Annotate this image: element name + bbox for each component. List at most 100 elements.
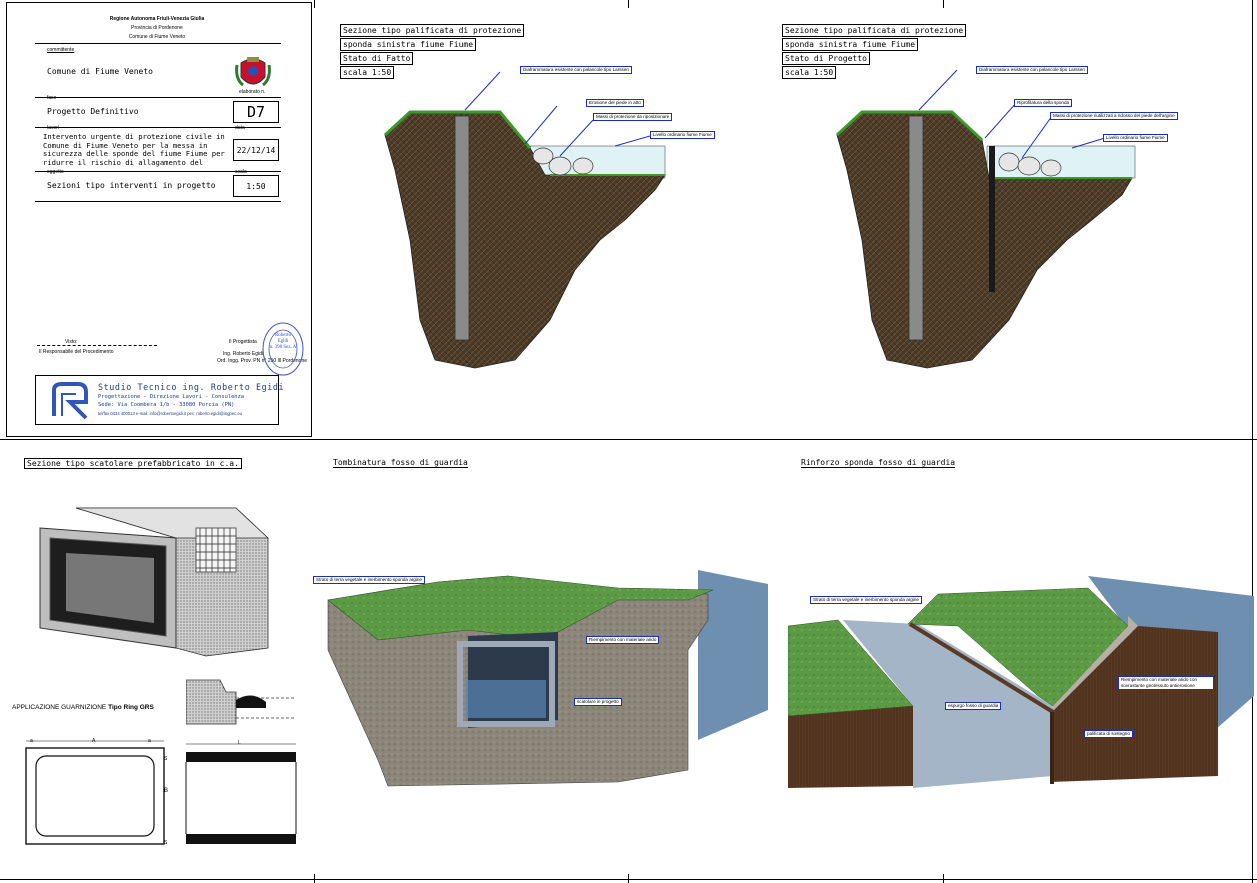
label-massi: Massi di protezione da riposizionare	[593, 113, 673, 121]
oggetto-label: oggetto	[47, 169, 64, 175]
studio-contacts: tel/fax 0434 400013 e-mail: info@roberto…	[98, 411, 242, 416]
leader-line	[918, 69, 958, 111]
stato-progetto-title-4: scala 1:50	[782, 66, 837, 79]
signature-line	[37, 345, 157, 347]
sheet-tick	[314, 0, 315, 8]
studio-box: Studio Tecnico ing. Roberto Egidi Proget…	[35, 375, 284, 425]
label-livello: Livello ordinario fiume Fiume	[650, 131, 715, 139]
leader-line	[1021, 115, 1053, 159]
scala-label: scala	[235, 169, 247, 175]
top-slab	[186, 752, 296, 762]
stato-progetto-section-drawing	[835, 69, 1136, 369]
stato-fatto-title-block: Sezione tipo palificata di protezione sp…	[340, 24, 525, 80]
boulder	[998, 152, 1020, 172]
sheet-tick	[314, 874, 315, 883]
studio-name: Studio Tecnico ing. Roberto Egidi	[98, 382, 285, 392]
progettista-label: Il Progettista	[229, 339, 257, 345]
rebar-cutaway	[195, 527, 237, 573]
boulder	[548, 156, 572, 176]
stato-progetto-title-2: sponda sinistra fiume Fiume	[782, 38, 919, 51]
label-palificata: palificata di sostegno	[1084, 730, 1133, 738]
stato-progetto-title-1: Sezione tipo palificata di protezione	[782, 24, 967, 37]
header-region: Regione Autonoma Friuli-Venezia Giulia	[109, 16, 205, 22]
label-diaframmatura: Diaframmatura esistente con palancole ti…	[520, 66, 632, 74]
data-value: 22/12/14	[233, 139, 279, 161]
professional-stamp-icon	[262, 322, 304, 376]
fase-value: Progetto Definitivo	[47, 107, 139, 116]
progettista-reg: Ord. Ingg. Prov. PN n° 250 Ill Pordenone	[217, 358, 308, 364]
gasket-detail-drawing	[186, 679, 296, 725]
label-diaframmatura: Diaframmatura esistente con palancole ti…	[976, 66, 1088, 74]
sheet-tick	[943, 874, 944, 883]
rinforzo-3d-drawing	[788, 576, 1254, 788]
label-espurgo: espurgo fosso di guardia	[945, 702, 1002, 710]
grass-surface	[383, 110, 532, 149]
leader-line	[524, 105, 558, 145]
lavori-value: Intervento urgente di protezione civile …	[43, 133, 225, 167]
stamp-line: Egidi	[277, 339, 289, 344]
studio-address: Sede: Via Coombera 1/b - 33080 Porcia (P…	[98, 402, 235, 408]
leader-line	[984, 101, 1018, 139]
grass-layer	[327, 575, 714, 641]
guarnizione-label: APPLICAZIONE GUARNIZIONE	[12, 704, 107, 711]
guarnizione-label-row: APPLICAZIONE GUARNIZIONE Tipo Ring GRS	[12, 704, 154, 711]
stato-fatto-title-2: sponda sinistra fiume Fiume	[340, 38, 477, 51]
divider	[35, 97, 281, 98]
stamp-line: Roberto	[274, 333, 292, 338]
tombinatura-title: Tombinatura fosso di guardia	[333, 458, 468, 468]
gasket-icon	[236, 695, 266, 708]
guarnizione-type: Tipo Ring GRS	[108, 704, 154, 711]
sheet-border-right	[1252, 0, 1253, 883]
sheet-tick	[943, 0, 944, 8]
timber-palisade	[908, 622, 1055, 714]
elaborato-value: D7	[233, 101, 279, 123]
boulder	[532, 147, 554, 165]
side-edges	[185, 762, 297, 834]
label-livello: Livello ordinario fiume Fiume	[1103, 134, 1168, 142]
sheet-divider-horizontal	[0, 439, 1257, 440]
stato-fatto-title-4: scala 1:50	[340, 66, 395, 79]
boulder	[1040, 159, 1062, 177]
rinforzo-title: Rinforzo sponda fosso di guardia	[801, 458, 956, 468]
sheet-tick	[628, 0, 629, 8]
visto-label: Visto:	[65, 339, 78, 345]
dim-B: B	[164, 788, 169, 794]
dim-s-top: S	[164, 756, 168, 762]
coat-of-arms-icon	[235, 57, 271, 87]
outer-frame	[25, 747, 165, 845]
oggetto-value: Sezioni tipo interventi in progetto	[47, 181, 216, 190]
inner-opening	[35, 755, 155, 837]
title-block: Regione Autonoma Friuli-Venezia Giulia P…	[6, 2, 312, 437]
dim-a-left: a	[30, 738, 33, 744]
committente-label: committente	[47, 47, 75, 53]
label-erosione: Erosione del piede in atto	[586, 99, 644, 107]
committente-value: Comune di Fiume Veneto	[47, 67, 153, 76]
label-riprofilatura: Riprofilatura della sponda	[1014, 99, 1073, 107]
leader-line	[464, 71, 501, 111]
elaborato-label: elaborato n.	[239, 89, 266, 95]
embankment-soil	[1050, 626, 1218, 782]
gravel-fill	[1050, 616, 1138, 714]
scatolare-title: Sezione tipo scatolare prefabbricato in …	[24, 458, 242, 469]
stato-fatto-title-1: Sezione tipo palificata di protezione	[340, 24, 525, 37]
river-water-3d	[698, 570, 768, 740]
label-riempimento: Riempimento con materiale arido con sovr…	[1118, 676, 1214, 690]
header-province: Provincia di Pordenone	[131, 25, 183, 31]
header-comune: Comune di Fiume Veneto	[128, 34, 186, 40]
lavori-label: lavori	[47, 125, 59, 131]
boulder	[1017, 156, 1041, 176]
grass-surface	[835, 110, 984, 142]
stato-fatto-section-drawing	[383, 71, 666, 369]
pile-post	[1050, 712, 1054, 784]
bottom-slab	[186, 834, 296, 844]
sheet-pile	[908, 115, 924, 341]
sheet-pile	[454, 115, 470, 341]
scala-value: 1:50	[233, 175, 279, 197]
leader-line	[1071, 137, 1106, 149]
label-riempimento: Riempimento con materiale arido	[586, 636, 660, 644]
divider	[35, 171, 281, 172]
divider	[35, 43, 281, 44]
stamp-text: Roberto Egidi n. 398 Sez. A	[261, 333, 305, 351]
divider	[35, 201, 281, 202]
dim-a-right: a	[148, 738, 151, 744]
